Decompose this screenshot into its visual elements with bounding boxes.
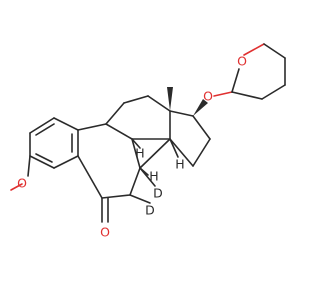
ring-d xyxy=(169,110,211,167)
atom-labels: O O O O D D H H H xyxy=(17,54,247,240)
atom-hydrogen-9: H xyxy=(135,146,144,161)
atom-o-ketone: O xyxy=(100,225,110,240)
chemical-structure-diagram: O O O O D D H H H xyxy=(10,43,286,240)
atom-hydrogen-8: H xyxy=(149,169,158,184)
ketone-group xyxy=(101,197,109,223)
methyl-wedge xyxy=(167,87,173,111)
atom-hydrogen-14: H xyxy=(175,157,184,172)
tetrahydropyran-ring xyxy=(231,43,286,100)
stereo-hash-bonds xyxy=(131,138,179,176)
atom-deuterium-2: D xyxy=(145,203,155,218)
ring-b xyxy=(77,123,141,199)
atom-o-methoxy: O xyxy=(17,176,27,191)
aromatic-ring-a xyxy=(29,117,79,169)
methoxy-group xyxy=(10,155,31,191)
atom-o-thp: O xyxy=(237,54,247,69)
atom-deuterium-1: D xyxy=(153,186,163,201)
atom-o-ether: O xyxy=(203,89,213,104)
c17-oxygen-wedge xyxy=(193,99,208,116)
ring-c xyxy=(105,95,171,169)
